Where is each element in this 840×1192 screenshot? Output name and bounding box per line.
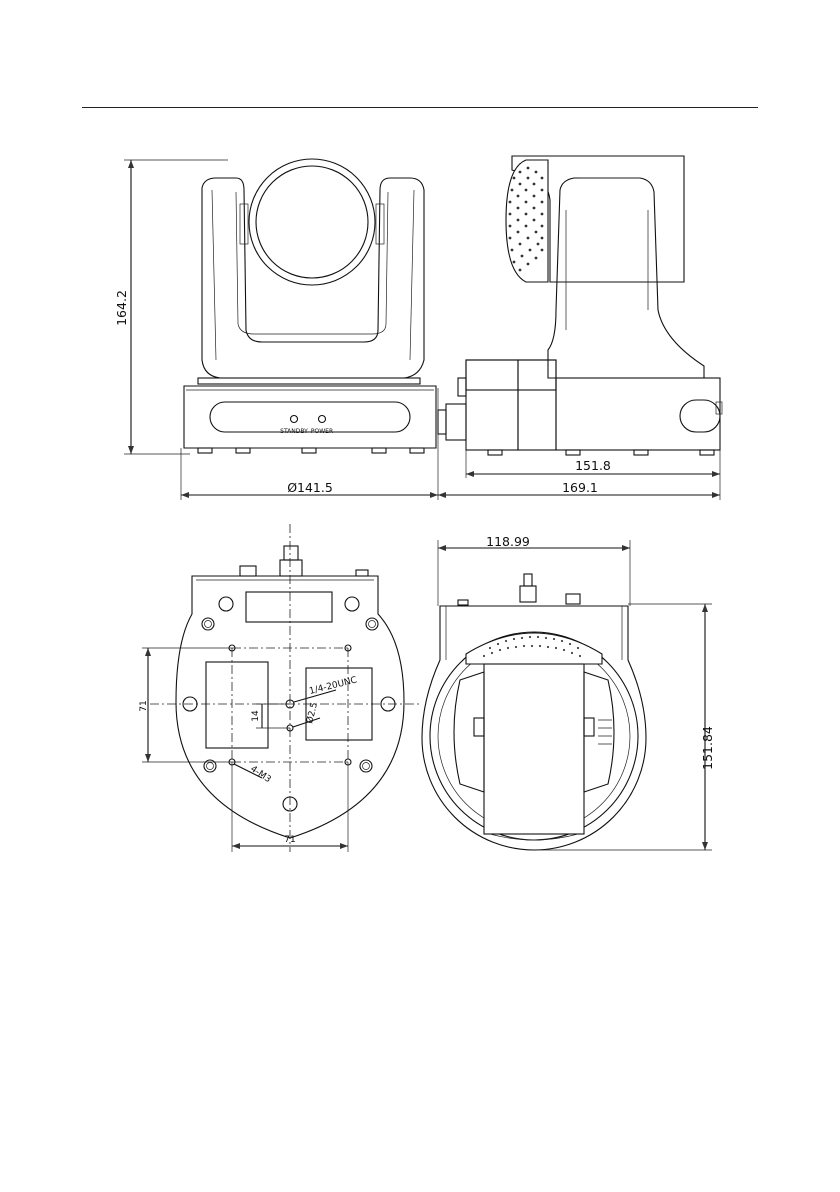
pin-label: Ø2.5 (304, 701, 320, 724)
hole-spacing-horizontal-label: 71 (284, 835, 295, 845)
total-length-dim-label: 169.1 (562, 480, 598, 495)
height-dim-label: 164.2 (114, 290, 129, 326)
power-led-label: POWER (311, 428, 333, 435)
width-dim-label: 118.99 (486, 534, 530, 549)
tripod-thread-label: 1/4-20UNC (308, 675, 358, 697)
side-view: 151.8 169.1 (438, 156, 722, 500)
standby-led-label: STANDBY (280, 428, 308, 435)
diameter-dim-label: Ø141.5 (287, 480, 333, 495)
depth-dim-label: 151.84 (700, 726, 715, 770)
bottom-view: 71 71 14 1/4-20UNC Ø2.5 4-M3 (139, 524, 420, 852)
thread-offset-label: 14 (251, 710, 261, 722)
base-length-dim-label: 151.8 (575, 458, 611, 473)
front-view: 164.2 STANDBY POWER (114, 159, 438, 500)
top-view: 118.99 (422, 534, 715, 850)
screw-spec-label: 4-M3 (248, 764, 272, 785)
hole-spacing-vertical-label: 71 (139, 700, 149, 711)
